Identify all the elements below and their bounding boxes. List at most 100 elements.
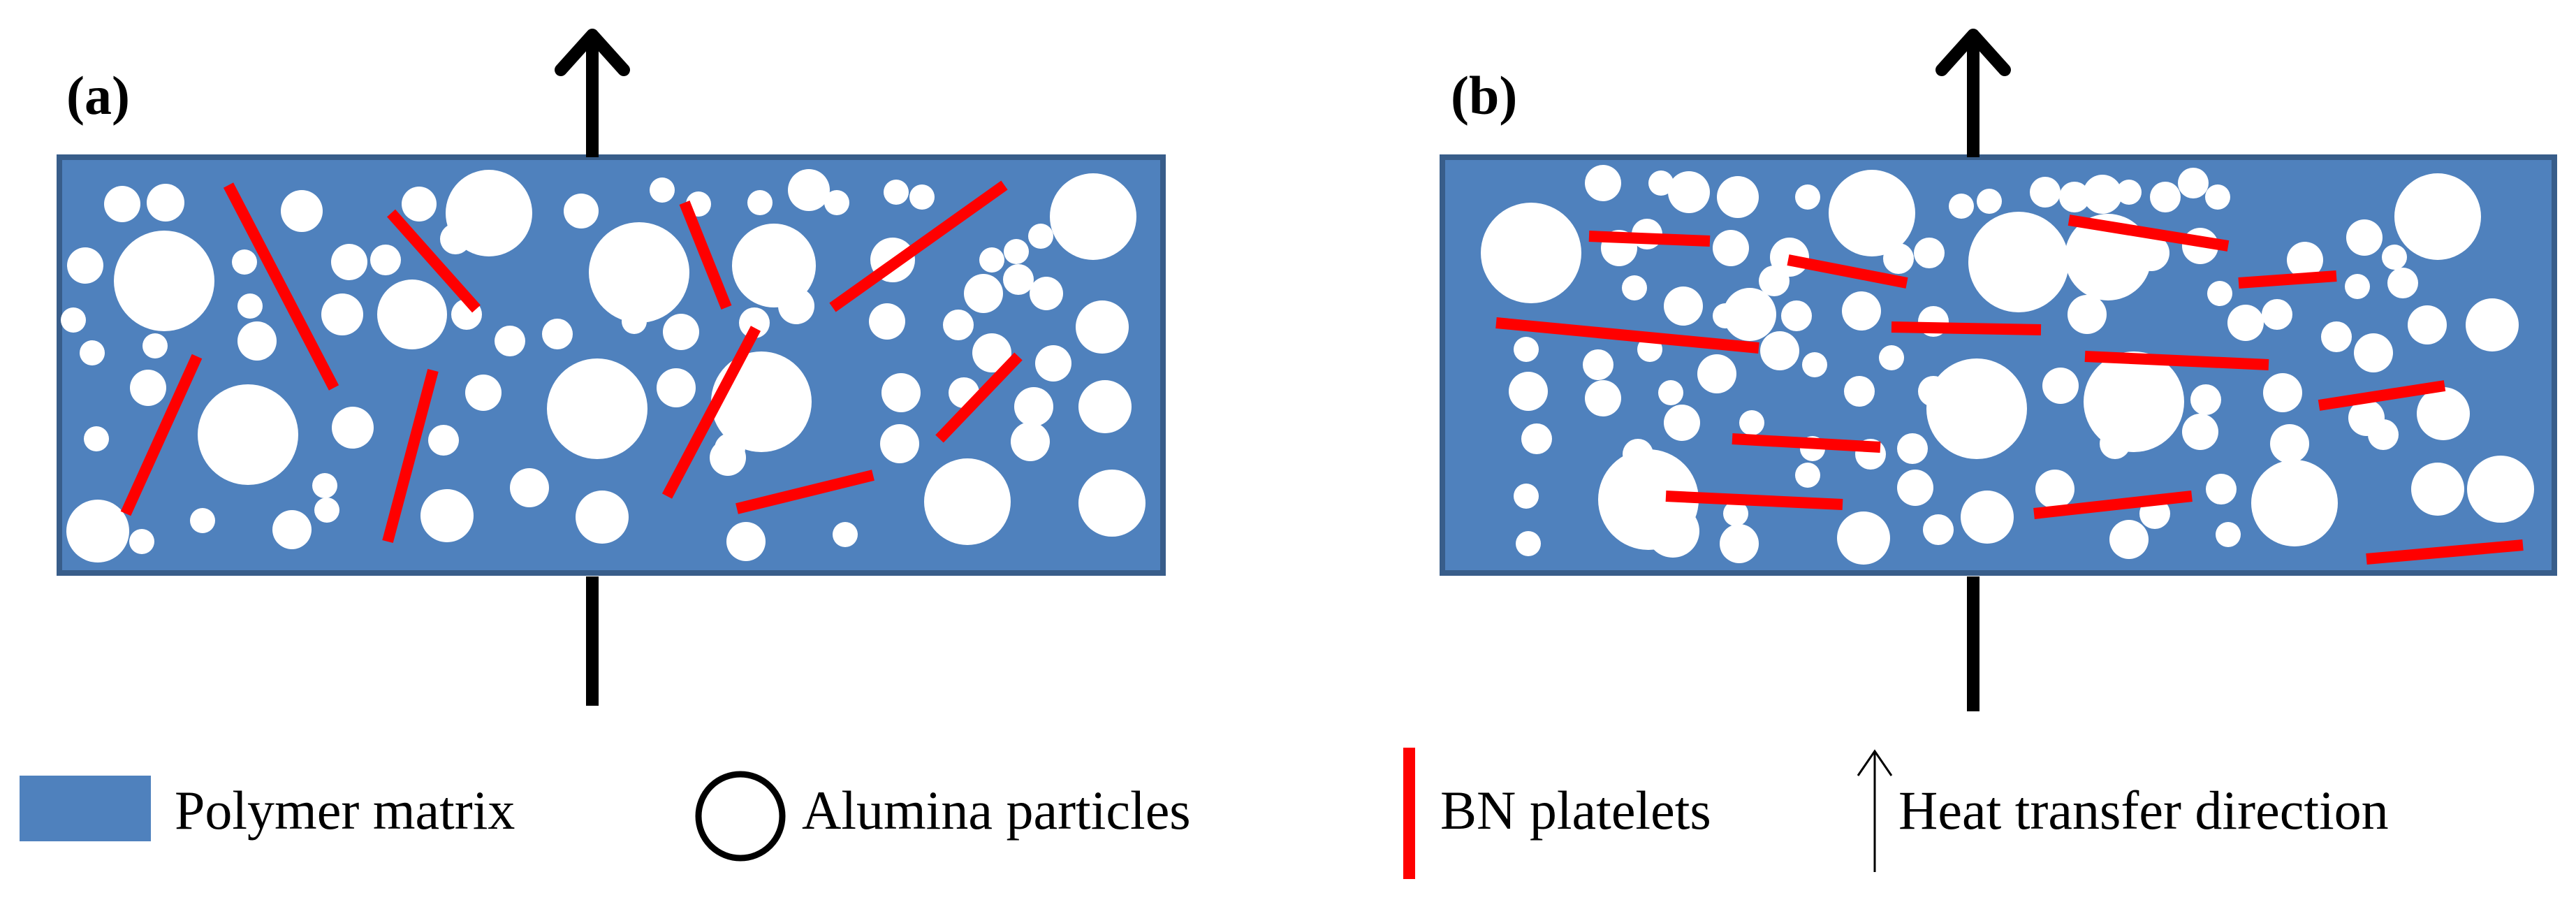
alumina-particle (964, 274, 1003, 313)
alumina-particle (972, 333, 1011, 372)
alumina-particle (1078, 380, 1132, 433)
alumina-particle (1003, 264, 1034, 295)
alumina-particle (2084, 351, 2184, 452)
bn-platelet (2238, 270, 2337, 289)
alumina-particle (1509, 372, 1548, 411)
alumina-particle (1723, 501, 1748, 526)
bn-platelet (679, 201, 732, 310)
alumina-particle (2270, 424, 2309, 463)
bn-platelet (661, 326, 761, 499)
bn-platelet (2318, 380, 2446, 411)
alumina-particle (2354, 333, 2393, 372)
alumina-particle (2394, 173, 2481, 260)
alumina-particle (84, 426, 109, 451)
alumina-particle (739, 307, 770, 338)
alumina-particle (2345, 274, 2370, 299)
alumina-particle (726, 522, 766, 561)
alumina-particle (2100, 428, 2130, 459)
alumina-particle (542, 319, 573, 349)
alumina-particle (1078, 470, 1146, 537)
bn-platelets-a (120, 180, 1023, 544)
alumina-particle (272, 510, 312, 549)
alumina-particle (80, 340, 105, 365)
alumina-particle (824, 190, 849, 215)
alumina-particle (2083, 175, 2122, 214)
alumina-particle (924, 458, 1011, 545)
alumina-particle (1879, 345, 1904, 370)
panel-b-label: (b) (1451, 65, 1518, 126)
alumina-particle (2387, 268, 2418, 298)
panel-a-label: (a) (66, 65, 130, 126)
heat-arrow-b (1935, 29, 2011, 711)
alumina-particle (104, 186, 140, 222)
alumina-particle (465, 375, 502, 411)
alumina-particle (370, 245, 401, 275)
heat-arrow-a (555, 29, 630, 706)
alumina-particle (495, 326, 525, 356)
alumina-particle (1961, 491, 2014, 544)
alumina-particle (147, 184, 184, 222)
bn-platelet (829, 180, 1008, 312)
alumina-particle (1697, 354, 1736, 393)
alumina-particle (778, 288, 814, 324)
alumina-particle (1076, 300, 1129, 354)
alumina-particle (2109, 520, 2149, 559)
bn-platelet (935, 352, 1023, 443)
alumina-particle (1035, 345, 1071, 382)
bn-platelet (120, 354, 203, 516)
alumina-particle (880, 424, 919, 463)
alumina-particle (2216, 522, 2241, 547)
alumina-particle (332, 407, 374, 449)
alumina-particle (314, 498, 339, 523)
bn-platelet (387, 209, 481, 313)
alumina-particle (943, 310, 974, 340)
panel-a-random (57, 29, 1166, 706)
alumina-particle (1897, 470, 1933, 506)
alumina-particle (1723, 288, 1776, 341)
alumina-particle (2417, 387, 2470, 440)
bn-platelet (2366, 539, 2524, 565)
alumina-particle (589, 222, 689, 323)
red-bar-icon (1403, 748, 1415, 879)
alumina-particle (1977, 189, 2002, 214)
alumina-particle (1014, 387, 1053, 426)
alumina-particle (67, 247, 103, 284)
bn-platelet (1665, 491, 1843, 510)
alumina-particle (321, 293, 363, 335)
alumina-particle (190, 508, 215, 533)
alumina-particle (2035, 470, 2074, 509)
alumina-particle (1585, 165, 1621, 201)
alumina-particle (440, 224, 471, 254)
alumina-particle (869, 303, 905, 340)
alumina-particle (1914, 238, 1945, 268)
bn-platelet (1588, 231, 1711, 247)
alumina-particle (1829, 170, 1915, 256)
alumina-particle (66, 500, 129, 562)
alumina-particle (130, 370, 166, 406)
alumina-particle (2411, 463, 2464, 516)
alumina-particle (979, 247, 1004, 273)
bn-platelet (223, 182, 339, 391)
alumina-particle (331, 244, 367, 280)
alumina-particle (2207, 281, 2232, 306)
alumina-particle (1668, 171, 1710, 213)
alumina-particle (510, 468, 549, 507)
alumina-particles-a (61, 169, 1146, 562)
alumina-particle (1842, 291, 1881, 331)
alumina-particle (1720, 524, 1759, 563)
alumina-particle (1664, 286, 1703, 326)
alumina-particle (2227, 305, 2264, 341)
alumina-particle (576, 491, 629, 544)
alumina-particle (142, 333, 168, 358)
alumina-particle (129, 529, 154, 554)
alumina-particle (237, 321, 277, 361)
alumina-particle (1713, 230, 1749, 266)
alumina-particle (909, 184, 935, 210)
alumina-particle (881, 373, 921, 412)
alumina-particle (2368, 419, 2399, 450)
alumina-particle (2182, 414, 2218, 450)
alumina-particle (715, 433, 745, 464)
alumina-particle (1664, 405, 1700, 441)
alumina-particle (2133, 235, 2169, 271)
